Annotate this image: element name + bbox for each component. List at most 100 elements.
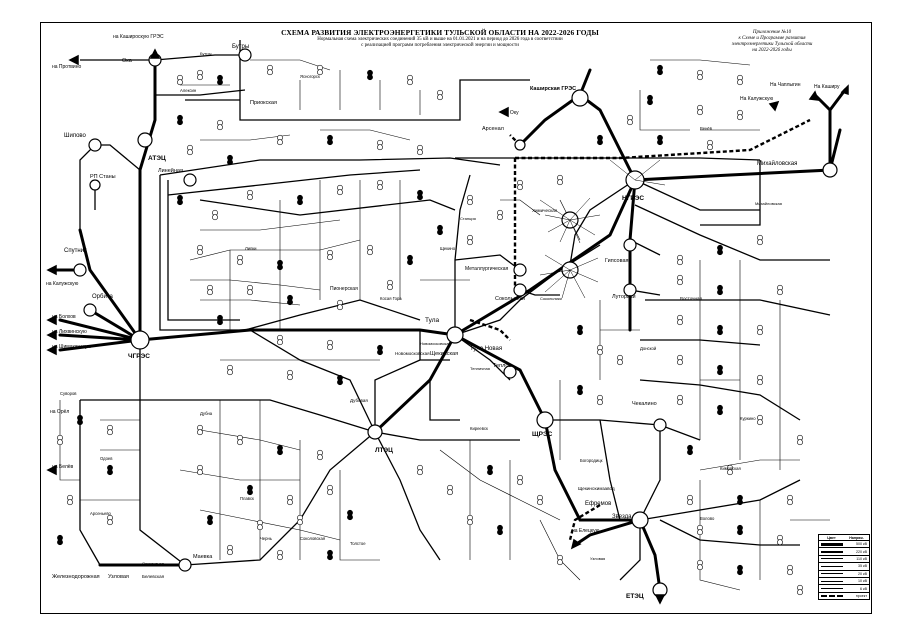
- line-110-ltets-4: [374, 431, 441, 561]
- label-dir-kashgres: на Кашироскую ГРЭС: [113, 34, 164, 40]
- label-dir-bolkhov: на Болхов: [52, 314, 76, 320]
- transformer-symbol: [597, 399, 603, 406]
- line-35-q: [339, 470, 380, 561]
- shchres-node: [536, 411, 554, 429]
- legend-row: 35 кВ: [819, 563, 869, 571]
- transformer-symbol: [297, 199, 303, 206]
- sokolniki-node: [513, 283, 527, 297]
- transformer-symbol: [327, 139, 333, 146]
- transformer-symbol: [287, 374, 293, 381]
- transformer-symbol: [287, 299, 293, 306]
- transformer-symbol: [717, 289, 723, 296]
- appendix-line-4: на 2022-2026 годы: [752, 48, 792, 53]
- label-teploe: Теплое: [493, 363, 511, 369]
- transformer-symbol: [497, 529, 503, 536]
- line-35-a: [189, 239, 361, 261]
- label-dubna: Дубна: [200, 411, 213, 416]
- label-extra-9: Новомосковская: [420, 341, 451, 346]
- label-ngres: НГРЭС: [622, 195, 644, 202]
- legend-row: 500 кВ: [819, 541, 869, 549]
- label-uzlovaya: Узловая: [108, 574, 129, 580]
- line-110-box-n: [239, 40, 530, 121]
- line-110-ltets-1: [220, 399, 376, 433]
- label-tula: Тула: [425, 317, 440, 324]
- line-110-tula-north: [454, 174, 471, 335]
- line-35-at: [500, 199, 541, 216]
- label-sokolovo: Соколовская: [300, 536, 325, 541]
- transformer-symbol: [247, 194, 253, 201]
- transformer-symbol: [107, 429, 113, 436]
- transformer-symbol: [497, 214, 503, 221]
- transformer-symbol: [437, 94, 443, 101]
- appendix-line-1: Приложение №10: [752, 30, 792, 35]
- transformer-symbol: [417, 194, 423, 201]
- label-arsenev: Арсеньево: [90, 511, 112, 516]
- line-110-east-1: [634, 179, 760, 211]
- legend-voltage-label: 35 кВ: [858, 564, 867, 569]
- transformer-symbol: [737, 529, 743, 536]
- label-belevo: Белевская: [142, 574, 165, 579]
- label-arsenal: Арсенал: [482, 126, 504, 132]
- line-35-r: [439, 449, 561, 521]
- gipsovaya-node: [623, 238, 637, 252]
- line-110-north-band: [159, 157, 501, 176]
- line-tula-shchres: [453, 333, 642, 522]
- label-sokolniki: Сокольники: [495, 296, 525, 302]
- legend-row: 20 кВ: [819, 571, 869, 578]
- transformer-symbol: [557, 559, 563, 566]
- line-110-south-3: [639, 425, 661, 521]
- label-dir-oka: на Оку: [503, 110, 519, 116]
- transformer-symbol: [57, 539, 63, 546]
- transformer-symbol: [557, 179, 563, 186]
- transformer-symbol: [707, 144, 713, 151]
- label-kosaya: Косая Гора: [380, 296, 402, 301]
- transformer-symbol: [577, 389, 583, 396]
- transformer-symbol: [177, 79, 183, 86]
- label-novomosk: Новомосковская: [395, 351, 430, 356]
- line-mikh-chapl-dir: [828, 88, 847, 112]
- label-dir-shimak: на Шимакинскую: [52, 344, 92, 350]
- line-proj-tula: [469, 318, 511, 341]
- label-extra-1: Щекинохимзавод: [578, 486, 615, 491]
- transformer-symbol: [597, 139, 603, 146]
- label-chern: Чернь: [260, 536, 273, 541]
- kashira-node: [571, 89, 589, 107]
- legend-swatch: [821, 580, 843, 582]
- transformer-symbol: [77, 419, 83, 426]
- transformer-symbol: [417, 469, 423, 476]
- line-110-shipovo: [79, 144, 141, 230]
- line-proj-efremov: [568, 503, 601, 541]
- line-35-d: [200, 219, 341, 231]
- transformer-symbol: [447, 489, 453, 496]
- legend-header: Цвет Напряж.: [819, 535, 869, 541]
- line-35-ao: [650, 59, 751, 66]
- mikh-node: [822, 162, 838, 178]
- transformer-symbol: [617, 359, 623, 366]
- transformer-symbol: [287, 499, 293, 506]
- transformer-symbol: [207, 519, 213, 526]
- line-chgres-west-dirs-2: [58, 338, 142, 352]
- label-kireevsk: Киреевск: [470, 426, 488, 431]
- transformer-symbol: [377, 144, 383, 151]
- label-odoev: Одоев: [100, 456, 113, 461]
- transformer-symbol: [327, 344, 333, 351]
- label-volovo: Волово: [700, 516, 715, 521]
- line-zvezda-elets: [573, 518, 642, 547]
- transformer-symbol: [467, 519, 473, 526]
- line-110-sw-1: [139, 340, 186, 566]
- transformer-symbol: [277, 554, 283, 561]
- label-ltets: ЛТЭЦ: [375, 447, 393, 454]
- line-zvezda-etets: [638, 518, 662, 592]
- lutoriki-node: [623, 283, 637, 297]
- transformer-symbol: [337, 304, 343, 311]
- line-trunk-west: [138, 58, 157, 342]
- scheme-title: СХЕМА РАЗВИТИЯ ЭЛЕКТРОЭНЕРГЕТИКИ ТУЛЬСКО…: [281, 28, 599, 37]
- line-110-ngres-chem: [569, 179, 636, 266]
- label-kurkino: Куркино: [740, 416, 756, 421]
- label-dir-kalug: на Калужскую: [46, 281, 79, 287]
- transformer-symbol: [277, 339, 283, 346]
- appendix-line-3: электроэнергетики Тульской области: [731, 42, 813, 47]
- transformer-symbol: [187, 149, 193, 156]
